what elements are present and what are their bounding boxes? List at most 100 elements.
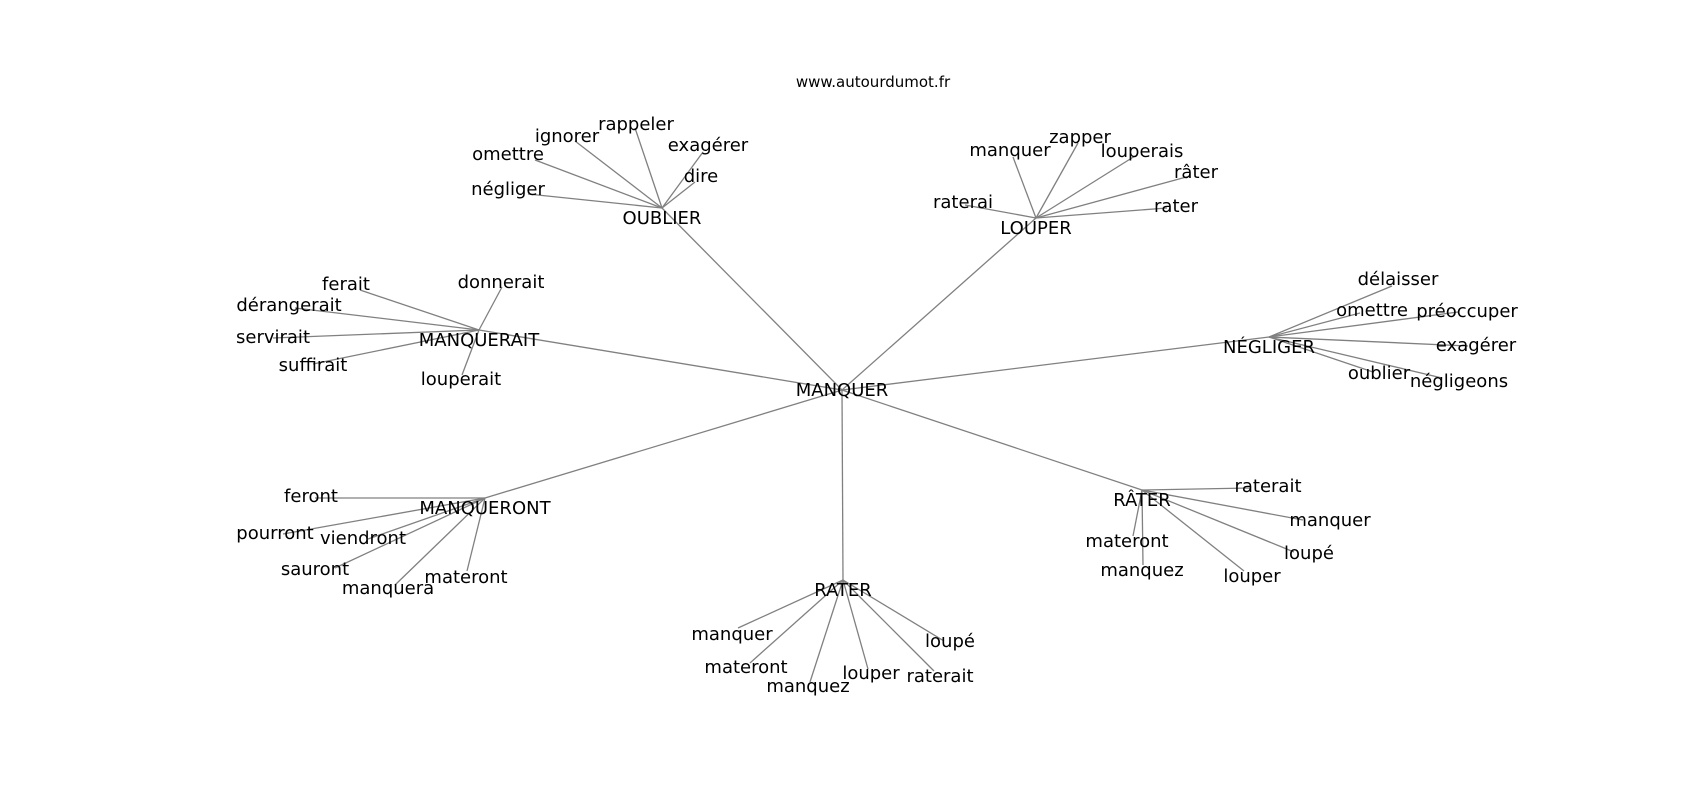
- leaf-label-oublier-0: omettre: [472, 144, 544, 165]
- edge-rater_hub-1: [1141, 489, 1304, 521]
- edge-manquerait-5: [461, 329, 480, 376]
- edge-negliger-3: [1268, 336, 1469, 347]
- leaf-label-rater_hub-1: manquer: [1289, 510, 1371, 531]
- leaf-label-rater_hub-0: raterait: [1234, 476, 1301, 497]
- edge-manqueront-2: [367, 497, 486, 540]
- edge-root-manquerait: [478, 329, 843, 391]
- hub-label-rater_hub: RÂTER: [1113, 489, 1171, 511]
- edge-louper-2: [1035, 155, 1136, 219]
- edge-louper-4: [964, 204, 1037, 219]
- edge-manqueront-3: [334, 497, 486, 569]
- graph-edges: [272, 127, 1469, 683]
- edge-rater-2: [809, 579, 844, 683]
- edge-root-negliger: [841, 336, 1270, 391]
- leaf-label-oublier-2: rappeler: [598, 114, 674, 135]
- root-node-label: MANQUER: [796, 380, 889, 401]
- leaf-label-rater_hub-2: loupé: [1284, 543, 1334, 564]
- leaf-label-louper-4: raterai: [933, 192, 993, 213]
- hub-label-negliger: NÉGLIGER: [1223, 336, 1315, 358]
- leaf-label-manquerait-1: donnerait: [458, 272, 545, 293]
- edge-rater_hub-3: [1141, 489, 1245, 572]
- leaf-label-rater-5: loupé: [925, 631, 975, 652]
- hub-label-manquerait: MANQUERAIT: [419, 330, 540, 351]
- graph-labels: MANQUERomettreignorerrappelerexagérerdir…: [236, 114, 1518, 697]
- leaf-label-manqueront-5: materont: [424, 567, 507, 588]
- edge-negliger-5: [1268, 336, 1443, 379]
- leaf-label-manqueront-1: pourront: [236, 523, 313, 544]
- leaf-label-oublier-1: ignorer: [535, 126, 600, 147]
- edge-root-oublier: [661, 207, 843, 391]
- edge-manquerait-4: [312, 329, 480, 365]
- edge-negliger-1: [1268, 312, 1361, 338]
- leaf-label-manqueront-3: sauront: [281, 559, 349, 580]
- hub-label-manqueront: MANQUERONT: [419, 498, 551, 519]
- leaf-label-rater_hub-4: materont: [1085, 531, 1168, 552]
- leaf-label-manquerait-5: louperait: [421, 369, 501, 390]
- leaf-label-negliger-4: oublier: [1348, 363, 1411, 384]
- leaf-label-louper-0: manquer: [969, 140, 1051, 161]
- leaf-label-manquerait-0: ferait: [322, 274, 370, 295]
- leaf-label-rater-0: manquer: [691, 624, 773, 645]
- leaf-label-rater-3: louper: [842, 663, 900, 684]
- leaf-label-manqueront-0: feront: [284, 486, 338, 507]
- leaf-label-louper-3: râter: [1174, 162, 1219, 183]
- edge-rater-5: [842, 579, 945, 642]
- edge-louper-5: [1035, 207, 1168, 219]
- edge-louper-1: [1035, 142, 1079, 219]
- edge-manquerait-3: [272, 329, 480, 339]
- edge-louper-0: [1012, 156, 1037, 219]
- edge-rater-1: [749, 579, 844, 664]
- edge-oublier-4: [661, 181, 696, 209]
- edge-root-louper: [841, 217, 1037, 391]
- leaf-label-rater_hub-5: manquez: [1100, 560, 1183, 581]
- edge-manqueront-5: [466, 497, 486, 572]
- leaf-label-negliger-2: préoccuper: [1416, 301, 1518, 322]
- edge-manqueront-1: [282, 497, 486, 535]
- leaf-label-negliger-1: omettre: [1336, 300, 1408, 321]
- leaf-label-rater-1: materont: [704, 657, 787, 678]
- edge-manquerait-0: [359, 289, 480, 331]
- leaf-label-manquerait-3: servirait: [236, 327, 310, 348]
- edge-rater-0: [737, 579, 844, 629]
- leaf-label-negliger-5: négligeons: [1410, 371, 1508, 392]
- edge-rater_hub-2: [1141, 489, 1295, 553]
- hub-label-louper: LOUPER: [1000, 218, 1071, 239]
- edge-rater_hub-5: [1141, 489, 1144, 566]
- leaf-label-oublier-3: exagérer: [668, 135, 749, 156]
- hub-label-rater: RATER: [814, 580, 872, 601]
- leaf-label-negliger-0: délaisser: [1358, 269, 1439, 290]
- leaf-label-louper-5: rater: [1154, 196, 1199, 217]
- edge-oublier-5: [527, 193, 663, 209]
- edge-root-rater: [841, 389, 844, 581]
- edge-manquerait-1: [478, 286, 503, 331]
- edge-negliger-4: [1268, 336, 1374, 373]
- leaf-label-oublier-5: négliger: [471, 179, 545, 200]
- edge-oublier-1: [574, 140, 663, 209]
- leaf-label-louper-1: zapper: [1049, 127, 1111, 148]
- edge-rater_hub-0: [1141, 487, 1251, 491]
- edge-rater_hub-4: [1132, 489, 1143, 537]
- leaf-label-louper-2: louperais: [1101, 141, 1184, 162]
- edge-oublier-3: [661, 151, 704, 209]
- edge-manqueront-4: [394, 497, 486, 586]
- edge-negliger-0: [1268, 285, 1393, 338]
- hub-label-oublier: OUBLIER: [623, 208, 702, 229]
- leaf-label-negliger-3: exagérer: [1436, 335, 1517, 356]
- edge-oublier-2: [634, 127, 663, 209]
- leaf-label-oublier-4: dire: [684, 166, 719, 187]
- leaf-label-rater-4: raterait: [906, 666, 973, 687]
- edge-rater-3: [842, 579, 869, 670]
- leaf-label-rater_hub-3: louper: [1223, 566, 1281, 587]
- edge-manquerait-2: [294, 307, 480, 331]
- edge-root-rater_hub: [841, 389, 1143, 491]
- leaf-label-manqueront-2: viendront: [320, 528, 406, 549]
- leaf-label-manquerait-4: suffirait: [279, 355, 348, 376]
- edge-negliger-2: [1268, 311, 1459, 338]
- edge-rater-4: [842, 579, 935, 672]
- leaf-label-manqueront-4: manquera: [342, 578, 434, 599]
- edge-root-manqueront: [484, 389, 843, 499]
- leaf-label-manquerait-2: dérangerait: [236, 295, 341, 316]
- edge-louper-3: [1035, 175, 1191, 219]
- site-watermark: www.autourdumot.fr: [796, 73, 951, 91]
